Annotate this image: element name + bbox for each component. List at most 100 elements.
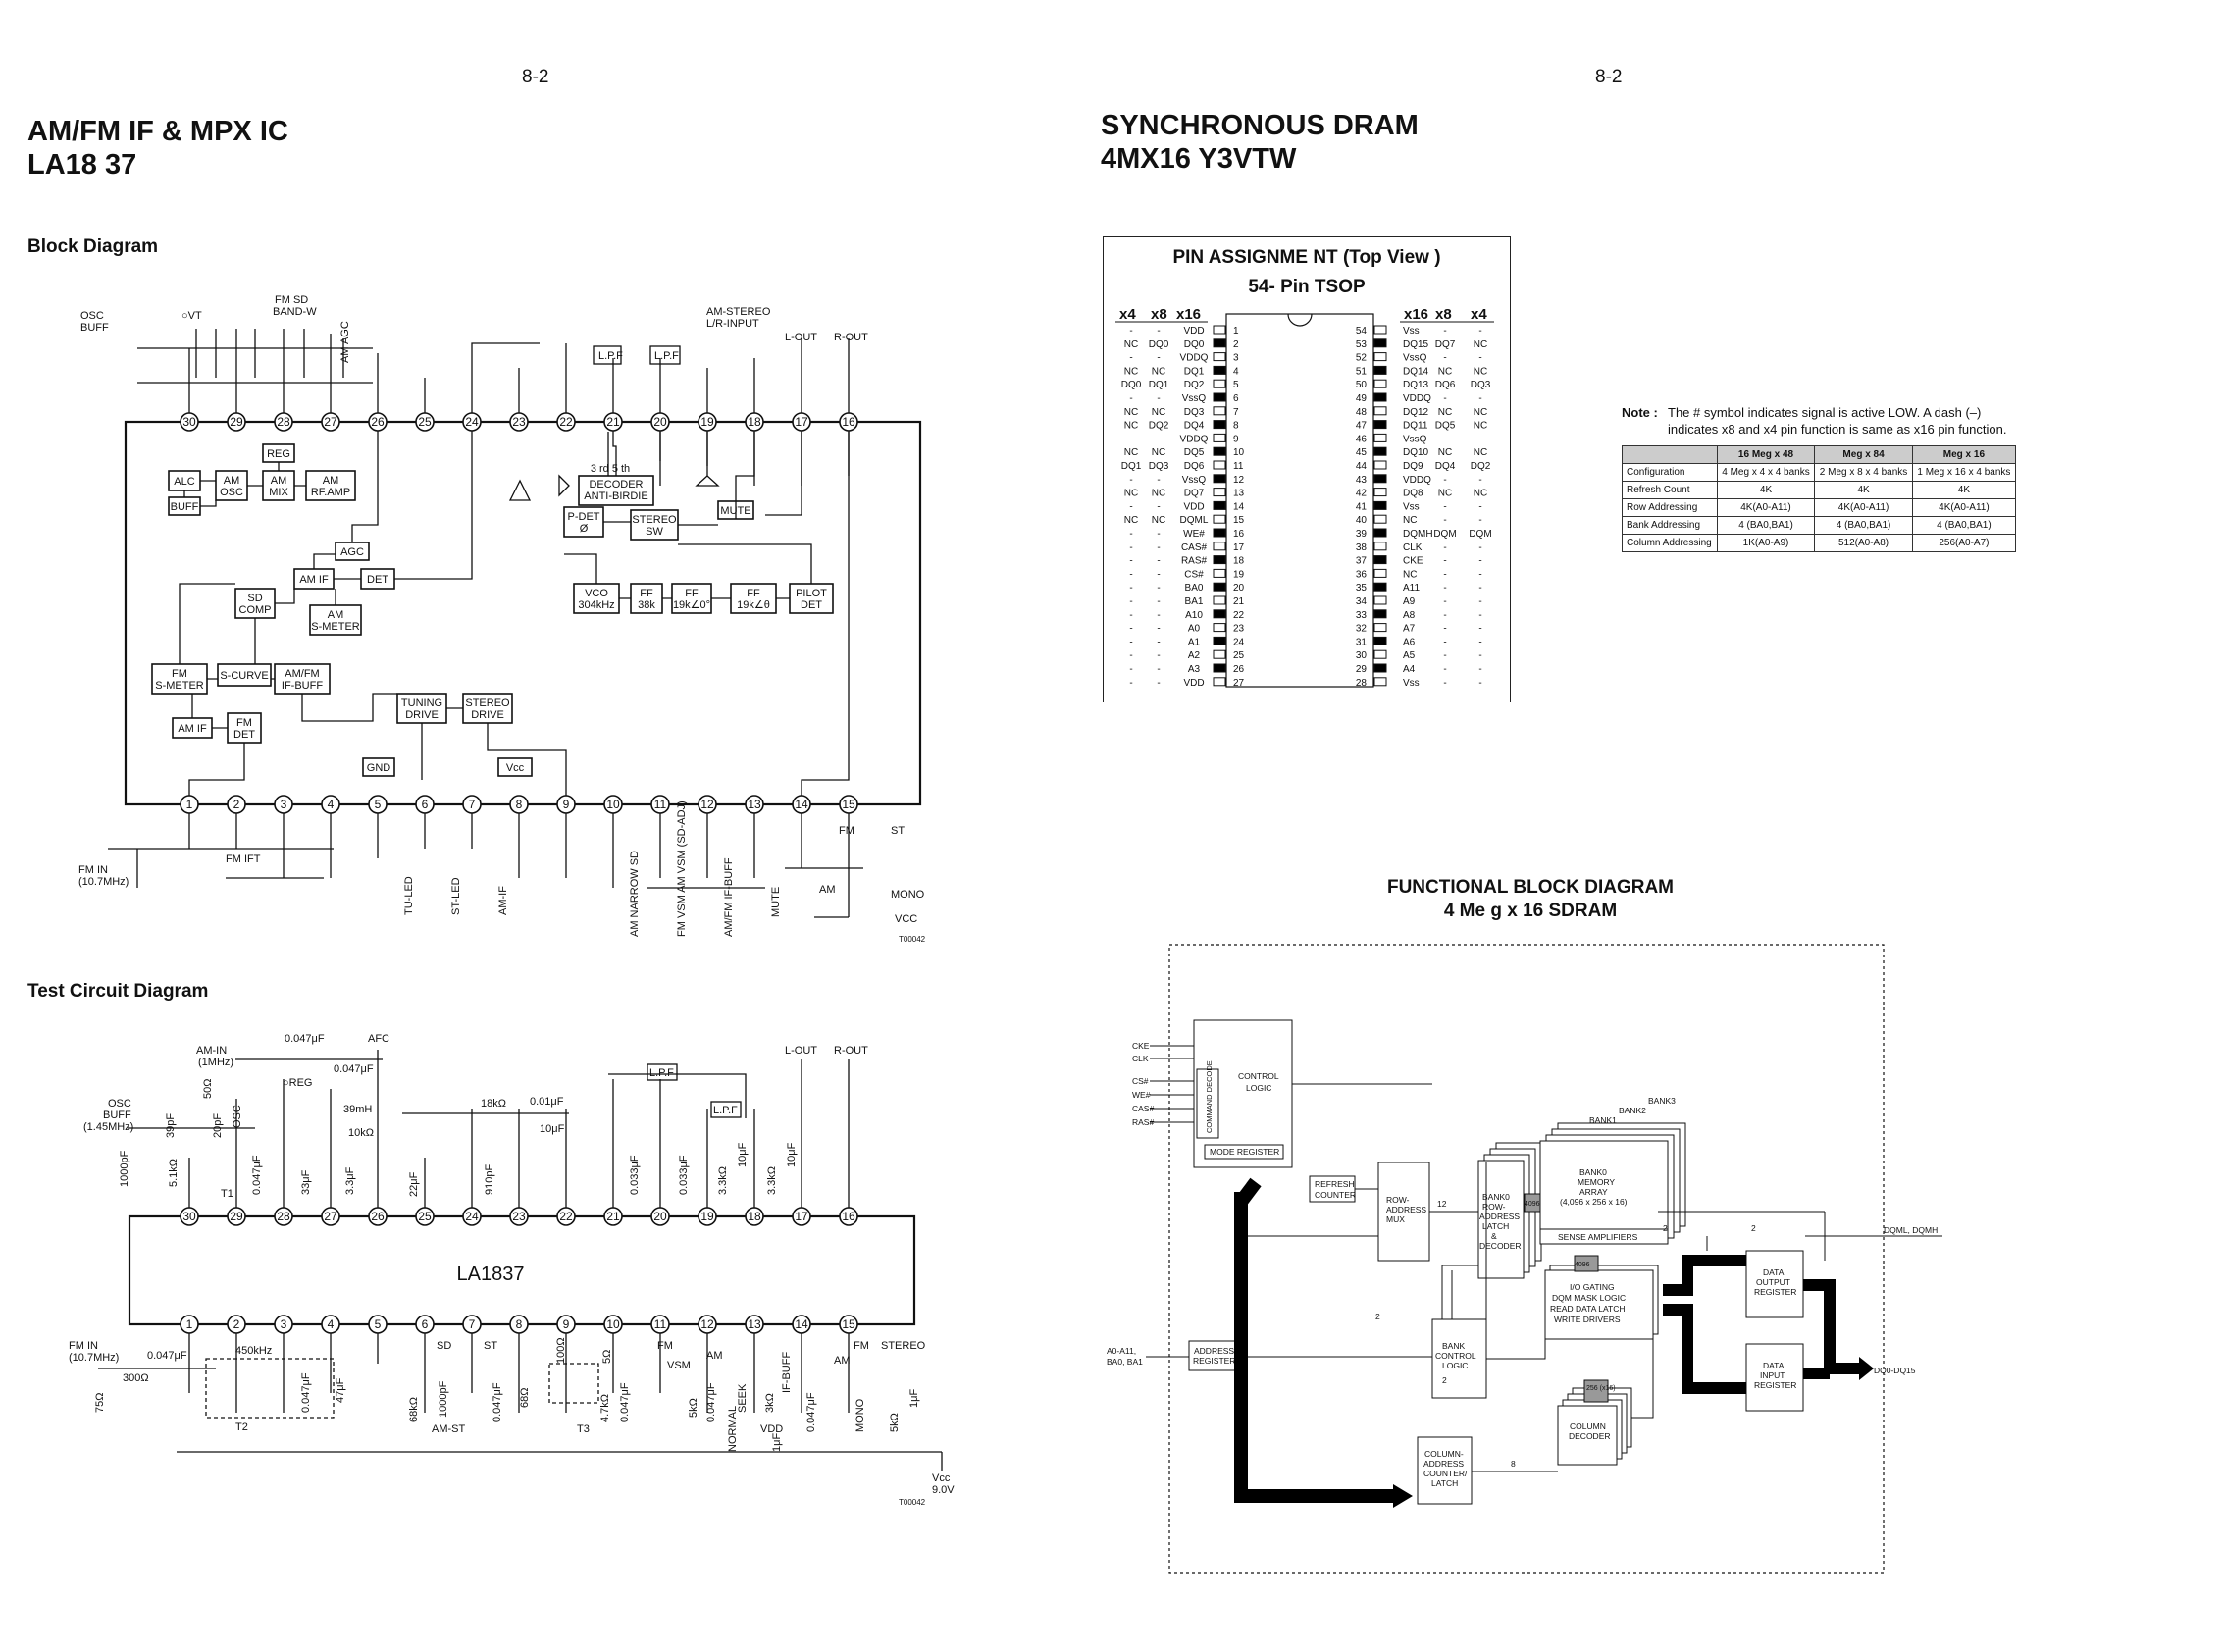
- pin-left-x16: DQ4: [1184, 421, 1205, 432]
- pin-note: Note : The # symbol indicates signal is …: [1622, 404, 2063, 437]
- svg-text:ROW-: ROW-: [1482, 1202, 1506, 1212]
- pin-lead-left: [1213, 325, 1226, 335]
- pin-right-number: 40: [1356, 515, 1368, 526]
- config-header-cell: Meg x 16: [1911, 445, 2017, 464]
- pin-right-x16: A6: [1403, 637, 1416, 647]
- pin-left-x8: -: [1157, 529, 1160, 540]
- pin-left-x8: NC: [1152, 407, 1165, 418]
- svg-text:&: &: [1491, 1231, 1497, 1241]
- pin-left-x8: -: [1157, 556, 1160, 567]
- pin-left-number: 21: [1233, 596, 1245, 607]
- svg-text:OUTPUT: OUTPUT: [1756, 1277, 1790, 1287]
- pin-left-number: 5: [1233, 380, 1239, 390]
- svg-text:FM IN: FM IN: [69, 1340, 98, 1352]
- svg-text:21: 21: [606, 1210, 620, 1223]
- svg-text:30: 30: [182, 1210, 196, 1223]
- svg-text:14: 14: [795, 1317, 808, 1331]
- pin-left-x4: -: [1129, 569, 1132, 580]
- pin-left-x4: -: [1129, 624, 1132, 635]
- pin-left-x16: VssQ: [1182, 393, 1207, 404]
- svg-text:DECODER: DECODER: [1479, 1241, 1522, 1251]
- pin-right-number: 53: [1356, 339, 1368, 350]
- svg-text:FM VSM AM VSM (SD-ADJ): FM VSM AM VSM (SD-ADJ): [676, 800, 688, 937]
- svg-text:4.7kΩ: 4.7kΩ: [599, 1394, 611, 1422]
- config-cell: 4K: [1911, 481, 2017, 499]
- pin-left-x8: NC: [1152, 489, 1165, 499]
- config-header-row: 16 Meg x 48 Meg x 84 Meg x 16: [1622, 445, 2017, 464]
- pin-lead-left: [1213, 365, 1226, 375]
- right-page-number: 8-2: [1595, 67, 1623, 87]
- pin-left-x8: -: [1157, 475, 1160, 486]
- pin-right-x8: NC: [1438, 447, 1452, 458]
- svg-text:0.047μF: 0.047μF: [492, 1382, 503, 1422]
- svg-text:ADDRESS: ADDRESS: [1194, 1346, 1234, 1356]
- config-cell: 2 Meg x 8 x 4 banks: [1814, 463, 1913, 482]
- svg-text:AM: AM: [834, 1355, 851, 1367]
- pin-left-x8: -: [1157, 650, 1160, 661]
- svg-text:25: 25: [418, 415, 432, 429]
- pin-right-x16: CLK: [1403, 542, 1423, 553]
- svg-text:AM AGC: AM AGC: [339, 321, 351, 363]
- pin-lead-right: [1373, 609, 1387, 619]
- pin-lead-right: [1373, 595, 1387, 605]
- svg-text:T1: T1: [221, 1188, 233, 1200]
- svg-text:DQM MASK LOGIC: DQM MASK LOGIC: [1552, 1293, 1626, 1303]
- svg-text:BUFF: BUFF: [171, 501, 199, 513]
- right-title-line2: 4MX16 Y3VTW: [1101, 143, 1297, 175]
- pin-left-x16: DQML: [1180, 515, 1209, 526]
- pin-right-number: 44: [1356, 461, 1368, 472]
- svg-text:AM IF: AM IF: [178, 723, 207, 735]
- svg-text:DET: DET: [801, 599, 822, 611]
- svg-text:(1.45MHz): (1.45MHz): [83, 1121, 133, 1133]
- pin-right-number: 38: [1356, 542, 1368, 553]
- svg-text:3.3kΩ: 3.3kΩ: [766, 1166, 778, 1195]
- config-cell: 1K(A0-A9): [1716, 534, 1816, 552]
- hdr-left-x4: x4: [1119, 306, 1136, 323]
- svg-text:5kΩ: 5kΩ: [688, 1398, 699, 1418]
- pin-right-number: 45: [1356, 447, 1368, 458]
- pin-left-number: 19: [1233, 569, 1245, 580]
- pin-left-x8: -: [1157, 610, 1160, 621]
- svg-text:19: 19: [700, 1210, 714, 1223]
- left-page-number: 8-2: [522, 67, 549, 87]
- svg-text:BAND-W: BAND-W: [273, 306, 317, 318]
- svg-text:REGISTER: REGISTER: [1754, 1380, 1796, 1390]
- svg-text:ST: ST: [891, 825, 905, 837]
- pin-right-x4: NC: [1474, 489, 1487, 499]
- pin-left-x16: DQ0: [1184, 339, 1205, 350]
- input-clk: CLK: [1132, 1054, 1149, 1063]
- pin-right-x16: DQ13: [1403, 380, 1429, 390]
- pin-left-x16: DQ2: [1184, 380, 1205, 390]
- pin-left-x16: VDD: [1183, 326, 1204, 336]
- svg-text:10μF: 10μF: [737, 1142, 749, 1167]
- svg-text:SD: SD: [247, 593, 262, 604]
- pin-left-x16: BA0: [1185, 583, 1204, 594]
- svg-text:SD: SD: [437, 1340, 451, 1352]
- svg-text:FM IFT: FM IFT: [226, 853, 261, 865]
- pin-lead-right: [1373, 379, 1387, 388]
- pin-left-number: 10: [1233, 447, 1245, 458]
- svg-text:AM IF: AM IF: [299, 574, 329, 586]
- svg-text:MUTE: MUTE: [770, 887, 782, 917]
- svg-text:13: 13: [748, 1317, 761, 1331]
- pin-right-x16: DQ9: [1403, 461, 1423, 472]
- config-row: Configuration 4 Meg x 4 x 4 banks 2 Meg …: [1622, 463, 2017, 482]
- svg-text:28: 28: [277, 1210, 290, 1223]
- pin-left-x4: DQ1: [1121, 461, 1142, 472]
- pin-left-x16: VDDQ: [1180, 434, 1209, 444]
- svg-text:LATCH: LATCH: [1431, 1478, 1458, 1488]
- bank1-label: BANK1: [1589, 1115, 1617, 1125]
- pin-right-x4: -: [1478, 596, 1481, 607]
- svg-text:GND: GND: [367, 762, 391, 774]
- pin-right-number: 39: [1356, 529, 1368, 540]
- svg-text:0.033μF: 0.033μF: [678, 1155, 690, 1195]
- pin-left-x16: DQ7: [1184, 489, 1205, 499]
- hdr-right-x8: x8: [1435, 306, 1452, 323]
- pin-left-x8: NC: [1152, 366, 1165, 377]
- fbd-title: FUNCTIONAL BLOCK DIAGRAM 4 Me g x 16 SDR…: [1285, 876, 1776, 923]
- pin-left-x16: VDD: [1183, 501, 1204, 512]
- pin-right-x16: Vss: [1403, 678, 1420, 689]
- pin-right-x16: DQ8: [1403, 489, 1423, 499]
- input-ras: RAS#: [1132, 1117, 1154, 1127]
- svg-text:75Ω: 75Ω: [94, 1393, 106, 1413]
